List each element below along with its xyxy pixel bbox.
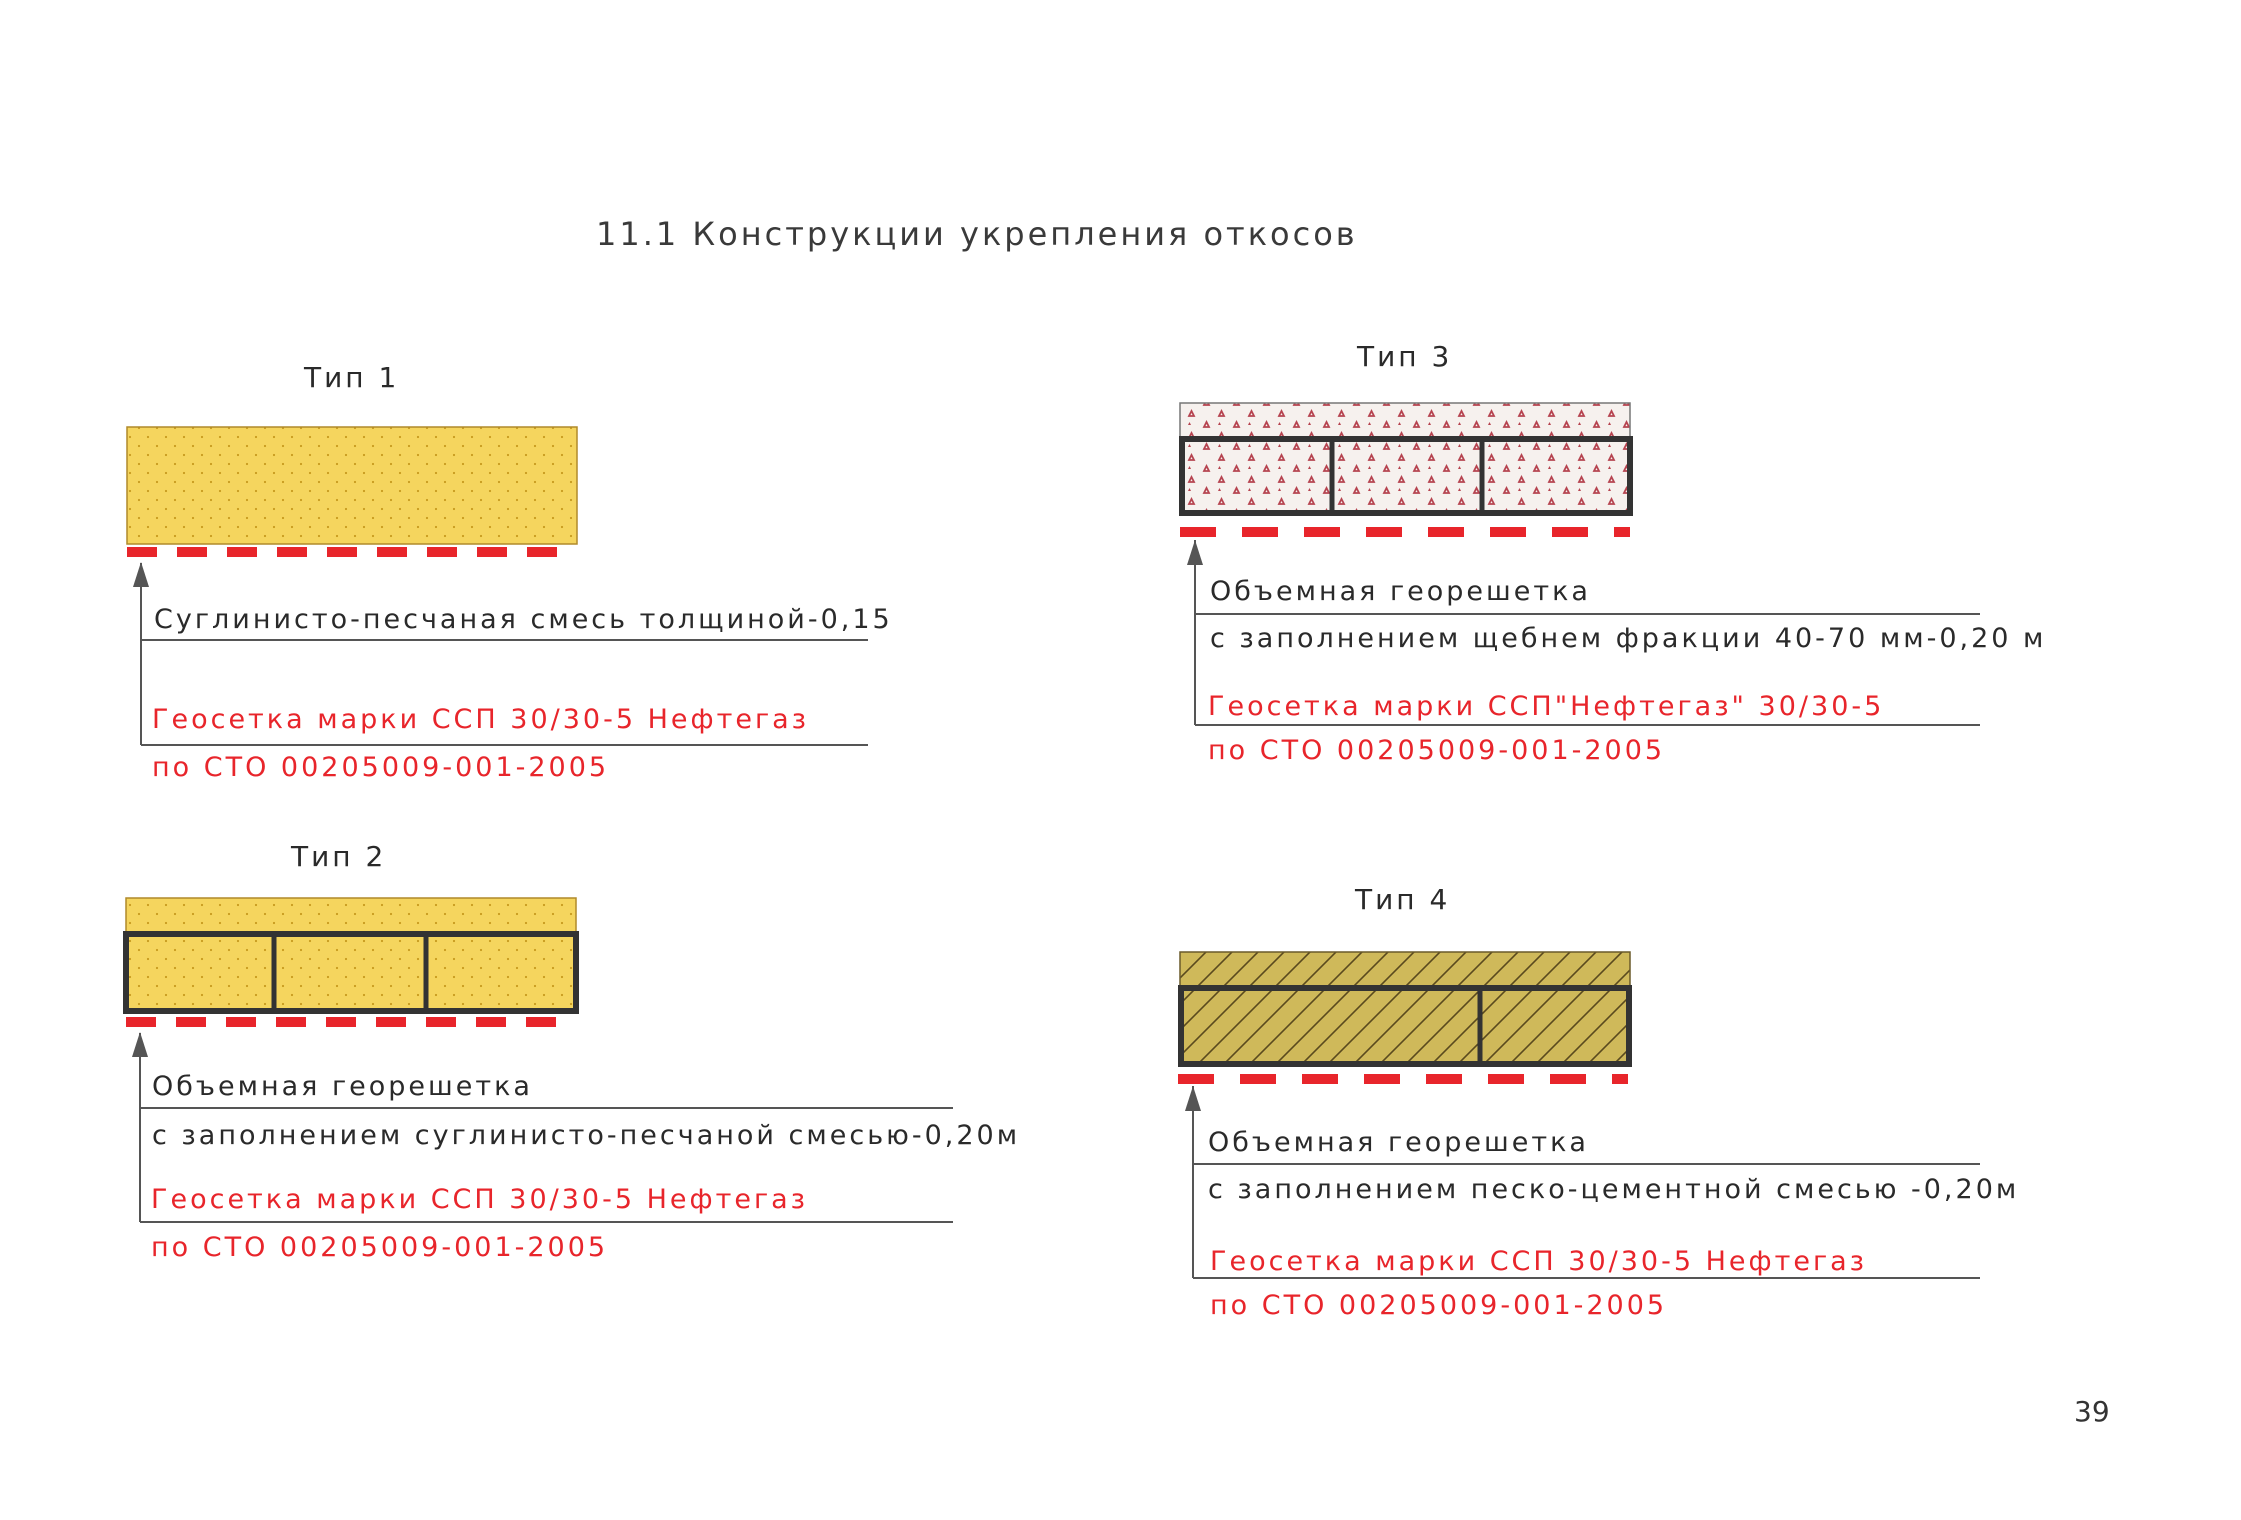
type-2-label: Тип 2 [291,840,387,873]
type-2-fill-text: с заполнением суглинисто-песчаной смесью… [152,1120,1021,1151]
type-4-top-layer [1179,951,1631,989]
type-3-diagram [1179,402,1980,726]
type-1-sand-layer [126,426,578,545]
type-2-arrowhead [132,1032,148,1057]
type-4-geonet-text: Геосетка марки ССП 30/30-5 Нефтегаз [1210,1246,1868,1277]
type-4-fill-text: с заполнением песко-цементной смесью -0,… [1208,1174,2020,1205]
type-4-georeshetka [1178,985,1632,1067]
type-2-grid-text: Объемная георешетка [152,1071,533,1102]
type-2-diagram [123,897,953,1223]
type-3-top-layer [1179,402,1631,440]
type-1-arrowhead [133,562,149,587]
page-title: 11.1 Конструкции укрепления откосов [596,215,1358,253]
type-2-standard-text: по СТО 00205009-001-2005 [151,1232,609,1263]
type-3-georeshetka [1179,436,1633,516]
type-2-top-layer [125,897,577,935]
type-3-arrowhead [1187,540,1203,565]
type-1-standard-text: по СТО 00205009-001-2005 [152,752,610,783]
type-3-grid-text: Объемная георешетка [1210,576,1591,607]
type-1-geonet-text: Геосетка марки ССП 30/30-5 Нефтегаз [152,704,810,735]
type-3-standard-text: по СТО 00205009-001-2005 [1208,735,1666,766]
type-4-arrowhead [1185,1086,1201,1111]
type-3-fill-text: с заполнением щебнем фракции 40-70 мм-0,… [1210,623,2047,654]
type-3-geonet-text: Геосетка марки ССП"Нефтегаз" 30/30-5 [1208,691,1885,722]
type-1-label: Тип 1 [304,361,400,394]
type-3-label: Тип 3 [1357,340,1453,373]
type-2-georeshetka [123,931,579,1014]
type-4-grid-text: Объемная георешетка [1208,1127,1589,1158]
type-2-geonet-text: Геосетка марки ССП 30/30-5 Нефтегаз [151,1184,809,1215]
type-1-layer-text: Суглинисто-песчаная смесь толщиной-0,15 [154,604,893,635]
page-number: 39 [2074,1395,2110,1428]
type-4-diagram [1178,951,1980,1279]
type-4-standard-text: по СТО 00205009-001-2005 [1210,1290,1668,1321]
type-4-label: Тип 4 [1355,883,1451,916]
type-1-diagram [126,426,868,746]
